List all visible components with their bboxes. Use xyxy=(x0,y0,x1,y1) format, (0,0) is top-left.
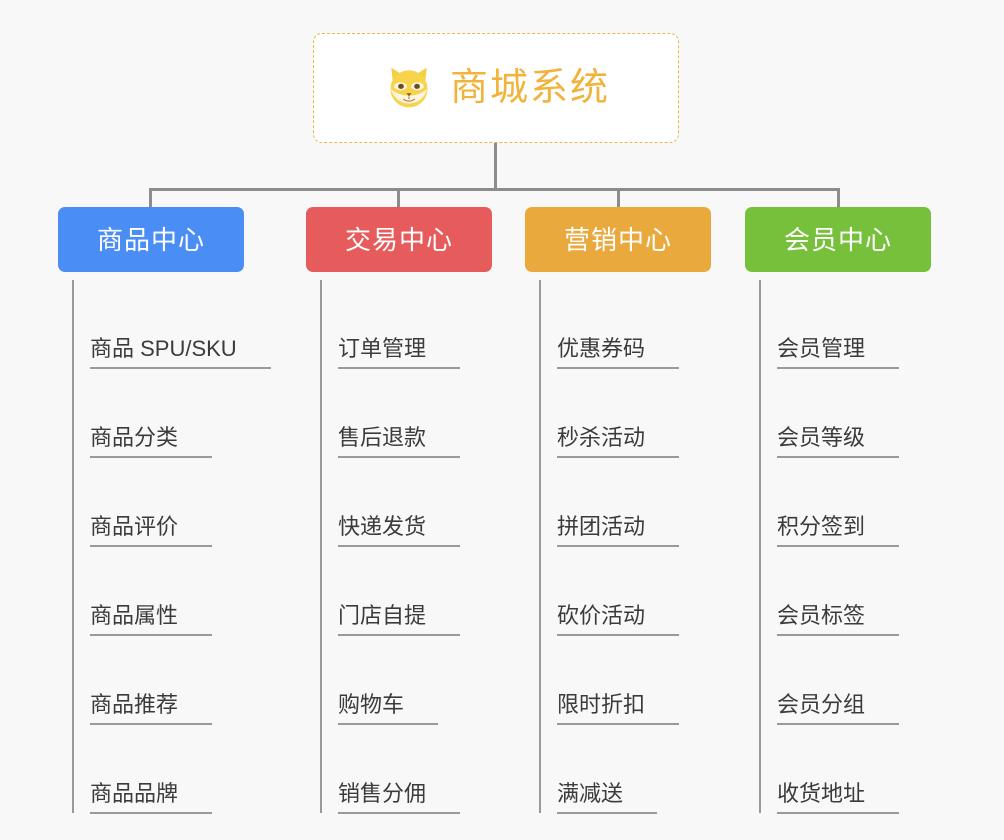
connector-drop-trade-center xyxy=(397,188,400,209)
leaf-item[interactable]: 商品属性 xyxy=(72,547,244,636)
leaf-label: 会员管理 xyxy=(777,336,900,369)
connector-drop-product-center xyxy=(149,188,152,209)
leaf-label: 会员等级 xyxy=(777,425,900,458)
leaf-label: 订单管理 xyxy=(338,336,461,369)
leaf-item[interactable]: 商品品牌 xyxy=(72,725,244,814)
root-title: 商城系统 xyxy=(449,67,610,109)
leaf-item[interactable]: 商品分类 xyxy=(72,369,244,458)
leaf-label: 快递发货 xyxy=(338,514,461,547)
leaf-item[interactable]: 会员分组 xyxy=(759,636,931,725)
leaf-item[interactable]: 门店自提 xyxy=(320,547,492,636)
leaf-label: 购物车 xyxy=(338,692,439,725)
leaf-list-trade-center: 订单管理 售后退款 快递发货 门店自提 购物车 销售分佣 xyxy=(306,280,492,814)
leaf-item[interactable]: 积分签到 xyxy=(759,458,931,547)
spine-trade-center xyxy=(320,280,322,813)
spine-product-center xyxy=(72,280,74,813)
leaf-label: 销售分佣 xyxy=(338,781,461,814)
leaf-item[interactable]: 满减送 xyxy=(539,725,711,814)
column-header-marketing-center[interactable]: 营销中心 xyxy=(525,207,711,272)
column-header-trade-center[interactable]: 交易中心 xyxy=(306,207,492,272)
column-header-product-center[interactable]: 商品中心 xyxy=(58,207,244,272)
leaf-label: 收货地址 xyxy=(777,781,900,814)
leaf-item[interactable]: 商品 SPU/SKU xyxy=(72,280,271,369)
leaf-label: 满减送 xyxy=(557,781,658,814)
leaf-label: 商品推荐 xyxy=(90,692,213,725)
leaf-item[interactable]: 销售分佣 xyxy=(320,725,492,814)
connector-horizontal-bus xyxy=(150,188,840,191)
leaf-label: 售后退款 xyxy=(338,425,461,458)
leaf-label: 商品品牌 xyxy=(90,781,213,814)
leaf-label: 优惠券码 xyxy=(557,336,680,369)
leaf-label: 会员标签 xyxy=(777,603,900,636)
root-node-mall-system[interactable]: 商城系统 xyxy=(313,33,679,143)
leaf-item[interactable]: 会员管理 xyxy=(759,280,931,369)
leaf-label: 商品 SPU/SKU xyxy=(90,336,271,369)
shiba-dog-face-icon xyxy=(390,67,428,108)
leaf-item[interactable]: 拼团活动 xyxy=(539,458,711,547)
leaf-item[interactable]: 优惠券码 xyxy=(539,280,711,369)
leaf-item[interactable]: 购物车 xyxy=(320,636,492,725)
column-product-center: 商品中心 商品 SPU/SKU 商品分类 商品评价 商品属性 商品推荐 商品品牌 xyxy=(58,207,271,814)
leaf-label: 限时折扣 xyxy=(557,692,680,725)
column-member-center: 会员中心 会员管理 会员等级 积分签到 会员标签 会员分组 收货地址 xyxy=(745,207,931,814)
leaf-list-product-center: 商品 SPU/SKU 商品分类 商品评价 商品属性 商品推荐 商品品牌 xyxy=(58,280,271,814)
leaf-label: 门店自提 xyxy=(338,603,461,636)
leaf-label: 商品评价 xyxy=(90,514,213,547)
leaf-list-marketing-center: 优惠券码 秒杀活动 拼团活动 砍价活动 限时折扣 满减送 xyxy=(525,280,711,814)
leaf-item[interactable]: 会员标签 xyxy=(759,547,931,636)
leaf-item[interactable]: 会员等级 xyxy=(759,369,931,458)
leaf-item[interactable]: 售后退款 xyxy=(320,369,492,458)
connector-root-stem xyxy=(494,143,497,190)
leaf-item[interactable]: 砍价活动 xyxy=(539,547,711,636)
column-trade-center: 交易中心 订单管理 售后退款 快递发货 门店自提 购物车 销售分佣 xyxy=(306,207,492,814)
leaf-item[interactable]: 限时折扣 xyxy=(539,636,711,725)
leaf-label: 商品分类 xyxy=(90,425,213,458)
spine-marketing-center xyxy=(539,280,541,813)
leaf-item[interactable]: 商品推荐 xyxy=(72,636,244,725)
leaf-label: 砍价活动 xyxy=(557,603,680,636)
connector-drop-marketing-center xyxy=(617,188,620,209)
leaf-item[interactable]: 秒杀活动 xyxy=(539,369,711,458)
leaf-item[interactable]: 订单管理 xyxy=(320,280,492,369)
leaf-list-member-center: 会员管理 会员等级 积分签到 会员标签 会员分组 收货地址 xyxy=(745,280,931,814)
leaf-item[interactable]: 商品评价 xyxy=(72,458,244,547)
leaf-label: 会员分组 xyxy=(777,692,900,725)
leaf-label: 秒杀活动 xyxy=(557,425,680,458)
leaf-label: 拼团活动 xyxy=(557,514,680,547)
leaf-item[interactable]: 快递发货 xyxy=(320,458,492,547)
leaf-label: 积分签到 xyxy=(777,514,900,547)
connector-drop-member-center xyxy=(837,188,840,209)
column-header-member-center[interactable]: 会员中心 xyxy=(745,207,931,272)
column-marketing-center: 营销中心 优惠券码 秒杀活动 拼团活动 砍价活动 限时折扣 满减送 xyxy=(525,207,711,814)
spine-member-center xyxy=(759,280,761,813)
leaf-item[interactable]: 收货地址 xyxy=(759,725,931,814)
leaf-label: 商品属性 xyxy=(90,603,213,636)
